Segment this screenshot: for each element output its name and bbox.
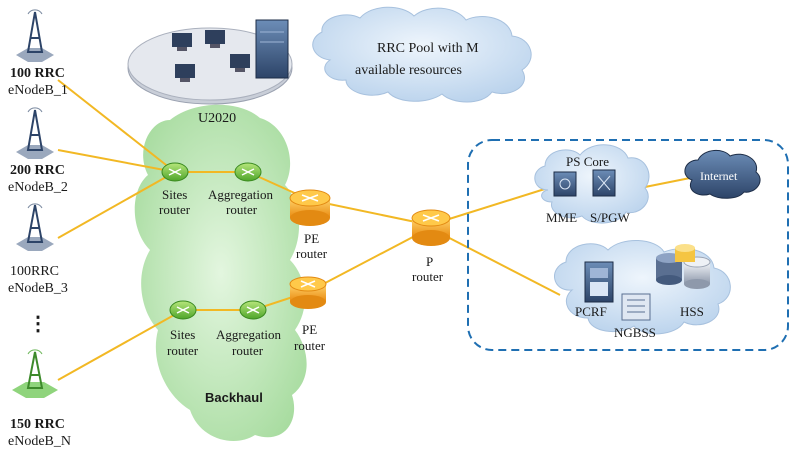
aggregation-router-bottom-line2: router	[232, 343, 264, 358]
workstation-icon	[205, 30, 225, 48]
enodeb-2-rrc: 200 RRC	[10, 163, 65, 178]
hss-database-icon	[656, 244, 711, 289]
core-router-icon	[411, 209, 451, 246]
enodeb-2-name: eNodeB_2	[8, 180, 68, 195]
ngbss-label: NGBSS	[614, 325, 656, 340]
pe-router-top: PE router	[289, 189, 331, 261]
cell-tower-icon	[16, 107, 54, 159]
enodeb-n: 150 RRC eNodeB_N	[8, 349, 71, 449]
pcrf-label: PCRF	[575, 304, 607, 319]
backhaul-cloud: Backhaul	[134, 104, 307, 442]
aggregation-router-top: Aggregation router	[208, 162, 273, 217]
p-router: P router	[411, 209, 451, 284]
ps-core-label: PS Core	[566, 154, 609, 169]
spgw-label: S/PGW	[590, 210, 630, 225]
spgw-icon	[592, 169, 616, 197]
core-router-icon	[289, 276, 327, 309]
workstation-icon	[230, 54, 250, 72]
pe-router-bottom-line2: router	[294, 338, 326, 353]
router-icon	[239, 300, 267, 320]
rrc-pool-line2: available resources	[355, 63, 462, 78]
pe-router-top-line1: PE	[304, 231, 319, 246]
ps-core-cloud: PS Core MME S/PGW	[534, 144, 650, 225]
enodeb-3-name: eNodeB_3	[8, 281, 68, 296]
enodeb-n-rrc: 150 RRC	[10, 417, 65, 432]
sites-router-top-line2: router	[159, 202, 191, 217]
rrc-pool-cloud: RRC Pool with M available resources	[312, 6, 532, 103]
sites-router-top-line1: Sites	[162, 187, 187, 202]
aggregation-router-top-line1: Aggregation	[208, 187, 273, 202]
link-pe-bottom-p	[307, 227, 431, 293]
internet-cloud: Internet	[684, 150, 761, 199]
services-cloud: PCRF HSS NGBSS	[554, 239, 731, 340]
aggregation-router-top-line2: router	[226, 202, 258, 217]
enodeb-1-name: eNodeB_1	[8, 83, 68, 98]
pe-router-bottom-line1: PE	[302, 322, 317, 337]
enodeb-1: 100 RRC eNodeB_1	[8, 9, 68, 98]
hss-label: HSS	[680, 304, 704, 319]
p-router-line1: P	[426, 254, 433, 269]
router-icon	[169, 300, 197, 320]
backhaul-label: Backhaul	[205, 390, 263, 405]
link-p-services	[429, 227, 561, 296]
rrc-pool-line1: RRC Pool with M	[377, 41, 479, 56]
more-enodebs-ellipsis: ⋮	[28, 313, 48, 335]
link-pscore-internet	[639, 177, 691, 189]
aggregation-router-bottom: Aggregation router	[216, 300, 281, 358]
core-router-icon	[289, 189, 331, 226]
p-router-line2: router	[412, 269, 444, 284]
workstation-icon	[175, 64, 195, 82]
sites-router-bottom-line1: Sites	[170, 327, 195, 342]
link-enb3-sites	[57, 171, 176, 239]
internet-label: Internet	[700, 169, 738, 183]
router-icon	[161, 162, 189, 182]
cell-tower-icon	[16, 203, 54, 251]
cell-tower-icon	[12, 349, 58, 398]
pe-router-top-line2: router	[296, 246, 328, 261]
core-network-region	[467, 139, 789, 351]
sites-router-bottom: Sites router	[167, 300, 199, 358]
u2020-label: U2020	[198, 111, 236, 126]
mme-label: MME	[546, 210, 577, 225]
aggregation-router-bottom-line1: Aggregation	[216, 327, 281, 342]
cell-tower-icon	[16, 9, 54, 62]
link-enbN-sites-bottom	[57, 309, 184, 381]
enodeb-2: 200 RRC eNodeB_2	[8, 107, 68, 195]
enodeb-n-name: eNodeB_N	[8, 434, 71, 449]
link-enb1-sites	[57, 79, 176, 173]
pcrf-icon	[584, 261, 614, 303]
sites-router-top: Sites router	[159, 162, 191, 217]
u2020-platform: U2020	[127, 19, 293, 126]
enodeb-1-rrc: 100 RRC	[10, 66, 65, 81]
link-enb2-sites	[57, 149, 176, 173]
workstation-icon	[172, 33, 192, 51]
server-icon	[255, 19, 289, 79]
ngbss-icon	[621, 293, 651, 321]
enodeb-3: 100RRC eNodeB_3	[8, 203, 68, 296]
pe-router-bottom: PE router	[289, 276, 327, 353]
sites-router-bottom-line2: router	[167, 343, 199, 358]
mme-icon	[553, 171, 577, 197]
enodeb-3-rrc: 100RRC	[10, 264, 59, 279]
router-icon	[234, 162, 262, 182]
